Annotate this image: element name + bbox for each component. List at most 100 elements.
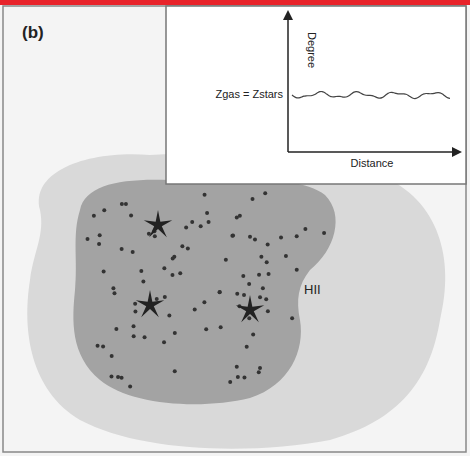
gas-dots bbox=[86, 191, 327, 388]
gas-dot bbox=[116, 375, 120, 379]
ionized-region bbox=[73, 179, 335, 405]
equality-note: Zgas = Zstars bbox=[215, 89, 283, 100]
gas-dot bbox=[133, 310, 137, 314]
star bbox=[236, 295, 265, 322]
gas-dot bbox=[120, 247, 124, 251]
star bbox=[136, 290, 165, 317]
gas-dot bbox=[190, 220, 194, 224]
gas-dot bbox=[267, 272, 271, 276]
gas-dot bbox=[257, 273, 261, 277]
gas-dot bbox=[141, 280, 145, 284]
gas-dot bbox=[207, 220, 211, 224]
gas-dot bbox=[265, 260, 269, 264]
gas-dot bbox=[224, 258, 228, 262]
gas-dot bbox=[120, 202, 124, 206]
gas-dot bbox=[264, 297, 268, 301]
gas-dot bbox=[231, 233, 235, 237]
gas-dot bbox=[235, 292, 239, 296]
gas-dot bbox=[132, 324, 136, 328]
gas-dot bbox=[230, 234, 234, 238]
halo-region bbox=[27, 152, 445, 448]
gas-dot bbox=[133, 302, 137, 306]
gas-dot bbox=[109, 374, 113, 378]
x-axis-label: Distance bbox=[351, 158, 394, 169]
gas-dot bbox=[248, 235, 252, 239]
gas-dot bbox=[92, 214, 96, 218]
gas-dot bbox=[253, 237, 257, 241]
gas-dot bbox=[112, 291, 116, 295]
gas-dot bbox=[111, 286, 115, 290]
gas-dot bbox=[295, 268, 299, 272]
gas-dot bbox=[245, 345, 249, 349]
gas-dot bbox=[202, 300, 206, 304]
gas-dot bbox=[101, 344, 105, 348]
gas-dot bbox=[242, 375, 246, 379]
gas-dot bbox=[295, 234, 299, 238]
panel-frame bbox=[3, 6, 466, 452]
gas-dot bbox=[238, 214, 242, 218]
gas-dot bbox=[193, 308, 197, 312]
gas-dot bbox=[204, 327, 208, 331]
gas-dot bbox=[251, 197, 255, 201]
gas-dot bbox=[266, 242, 270, 246]
gas-dot bbox=[170, 273, 174, 277]
gas-dot bbox=[247, 316, 251, 320]
gas-dot bbox=[143, 335, 147, 339]
inset-frame bbox=[166, 6, 466, 184]
gas-dot bbox=[218, 290, 222, 294]
gas-dot bbox=[132, 334, 136, 338]
y-axis-head bbox=[283, 10, 293, 20]
gas-dot bbox=[303, 227, 307, 231]
gas-dot bbox=[284, 254, 288, 258]
gas-dot bbox=[219, 325, 223, 329]
gas-dot bbox=[205, 211, 209, 215]
stars bbox=[136, 210, 265, 322]
gas-dot bbox=[242, 293, 246, 297]
gas-dot bbox=[96, 344, 100, 348]
gas-dot bbox=[322, 231, 326, 235]
gas-dot bbox=[259, 255, 263, 259]
gas-dot bbox=[236, 375, 240, 379]
gas-dot bbox=[203, 193, 207, 197]
gas-dot bbox=[162, 266, 166, 270]
gas-dot bbox=[162, 340, 166, 344]
gas-dot bbox=[235, 365, 239, 369]
gas-dot bbox=[290, 316, 294, 320]
gas-dot bbox=[110, 354, 114, 358]
gas-dot bbox=[98, 233, 102, 237]
gas-dot bbox=[173, 331, 177, 335]
gas-dot bbox=[258, 295, 262, 299]
gas-dot bbox=[218, 290, 222, 294]
gas-dot bbox=[178, 271, 182, 275]
gas-dot bbox=[261, 286, 265, 290]
gas-dot bbox=[279, 236, 283, 240]
gas-dot bbox=[128, 385, 132, 389]
gas-dot bbox=[180, 244, 184, 248]
star bbox=[144, 210, 173, 237]
x-axis bbox=[288, 151, 456, 153]
gas-dot bbox=[167, 313, 171, 317]
gas-dot bbox=[247, 282, 251, 286]
gas-dot bbox=[102, 208, 106, 212]
gas-dot bbox=[97, 242, 101, 246]
gas-dot bbox=[120, 376, 124, 380]
gas-dot bbox=[102, 269, 106, 273]
abundance-curve bbox=[292, 91, 450, 98]
gas-dot bbox=[263, 191, 267, 195]
gas-dot bbox=[266, 309, 270, 313]
gas-dot bbox=[258, 366, 262, 370]
gas-dot bbox=[199, 224, 203, 228]
gas-dot bbox=[186, 246, 190, 250]
gas-dot bbox=[129, 213, 133, 217]
y-axis bbox=[287, 14, 289, 152]
gas-dot bbox=[131, 250, 135, 254]
gas-dot bbox=[173, 369, 177, 373]
gas-dot bbox=[251, 332, 255, 336]
region-label: HII bbox=[304, 283, 321, 296]
y-axis-label: Degree bbox=[306, 32, 317, 68]
gas-dot bbox=[228, 380, 232, 384]
gas-dot bbox=[184, 226, 188, 230]
